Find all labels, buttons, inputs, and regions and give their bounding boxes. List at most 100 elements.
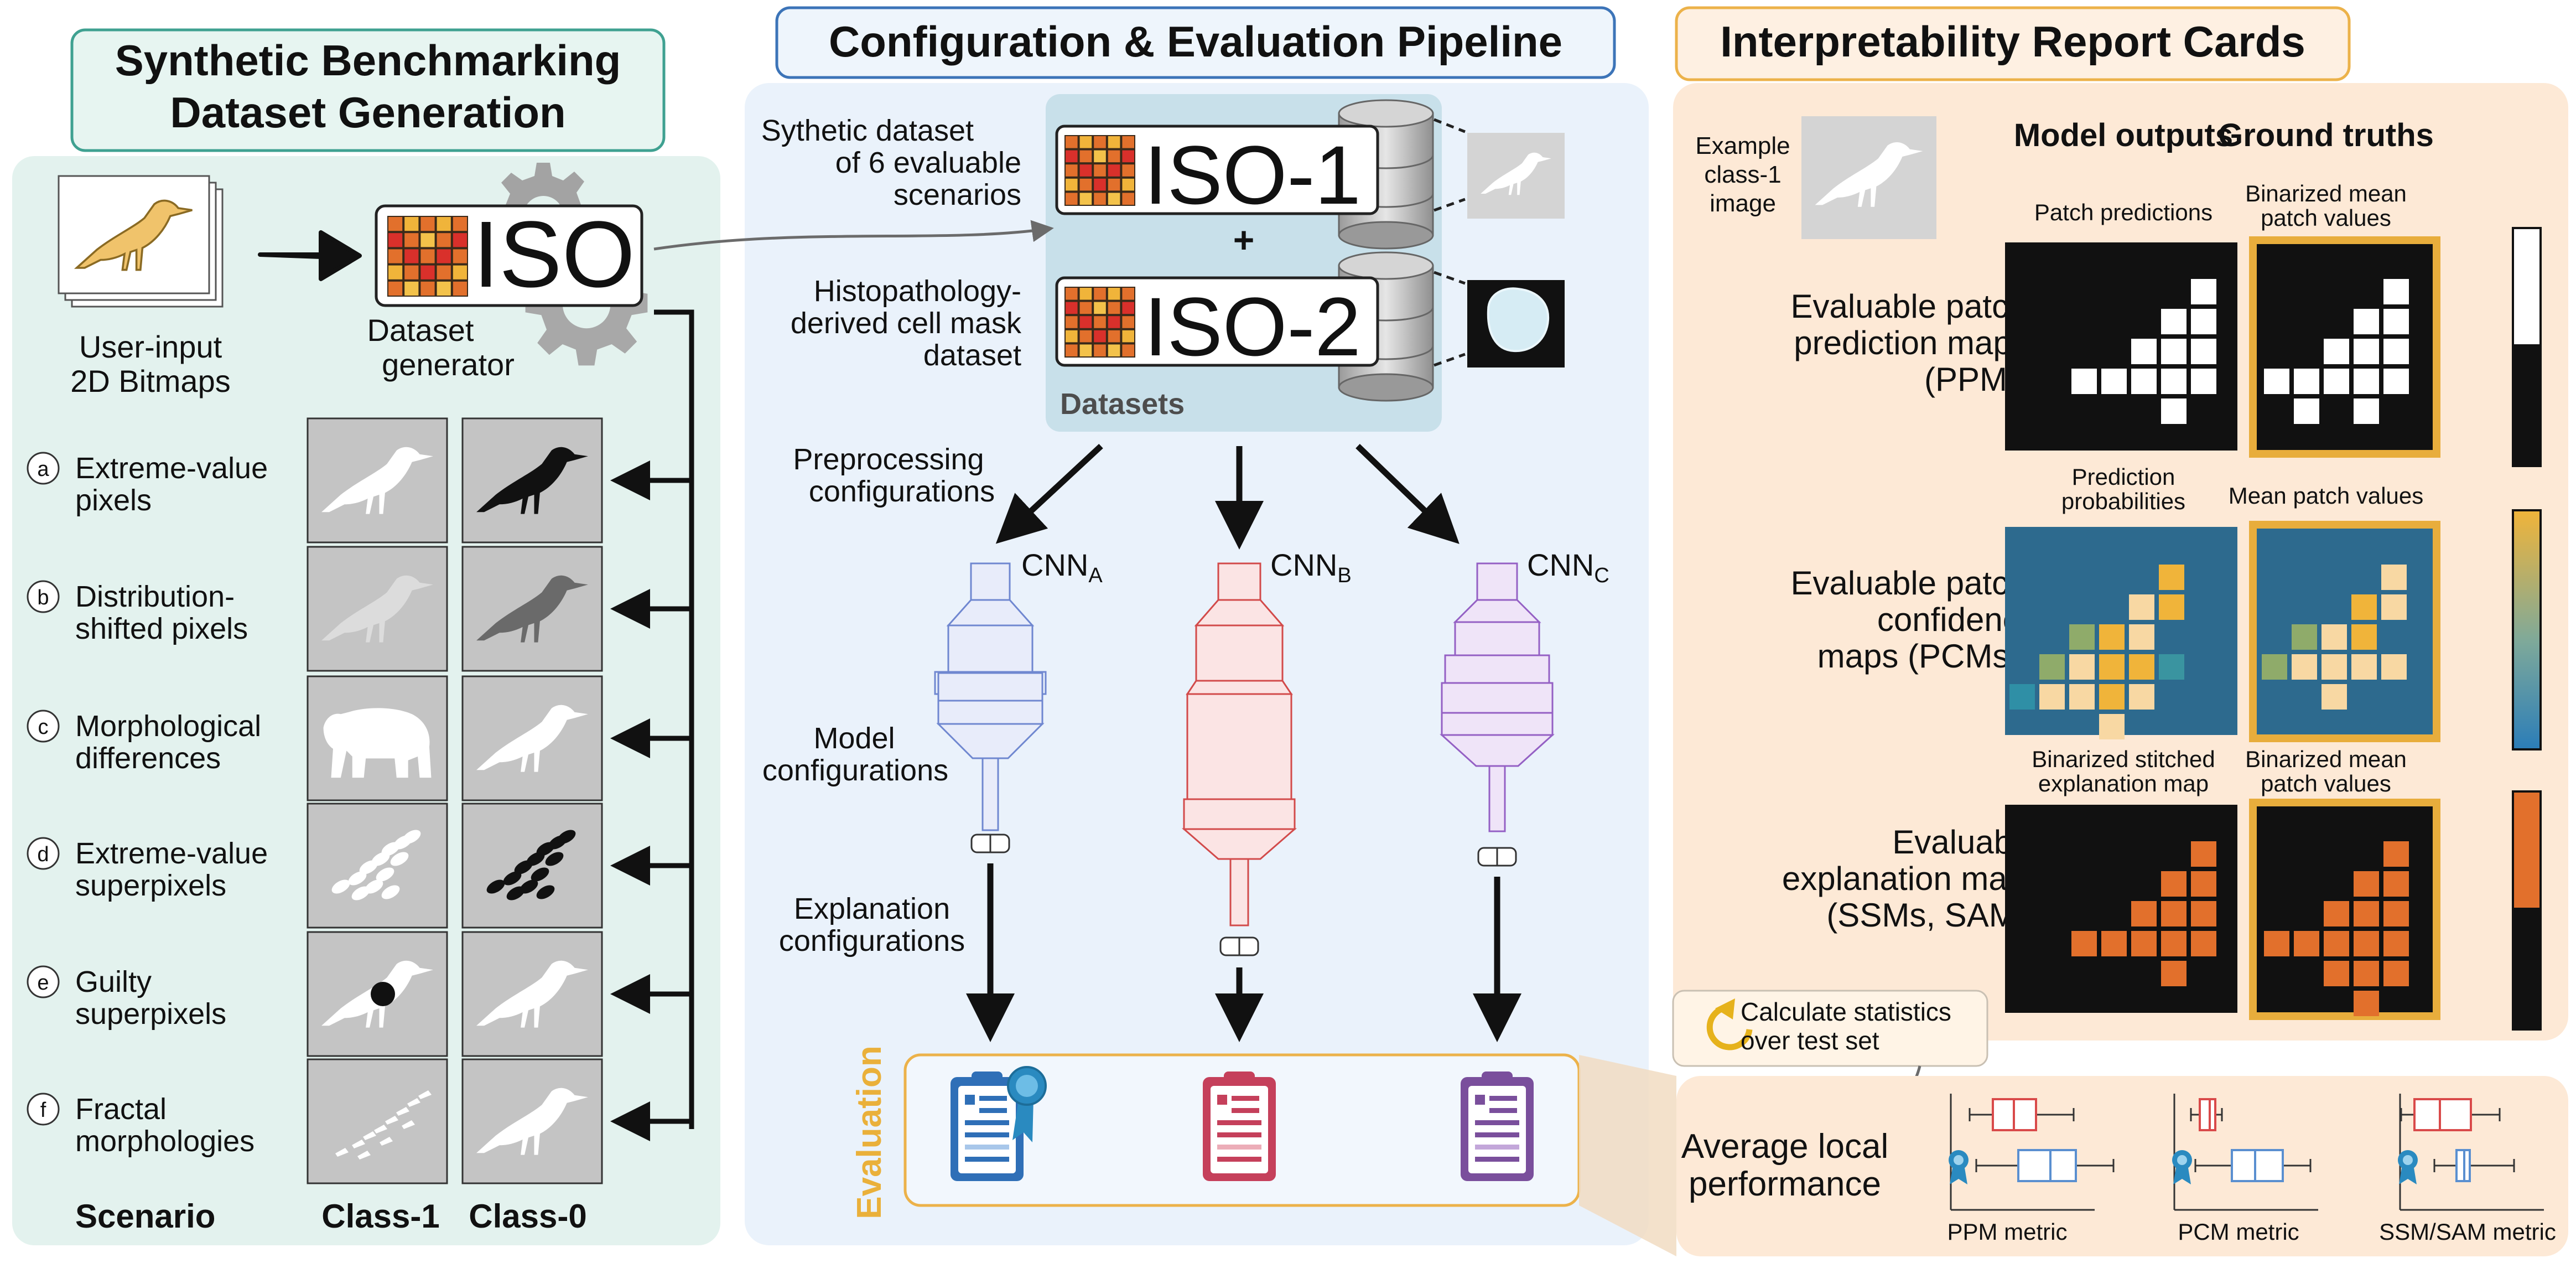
logo-grid-cell [1122, 344, 1134, 356]
clipboard-paper [958, 1086, 1016, 1173]
sam-gt-patch [2383, 871, 2409, 897]
pcm-patch [2039, 684, 2065, 710]
miso-grid-icon [387, 216, 468, 297]
clipboard-square [965, 1095, 975, 1105]
superpixel-blob [331, 879, 350, 894]
logo-grid-cell [388, 233, 403, 247]
plus-sign: + [1233, 219, 1255, 260]
binarized-mean-line2: patch values [2261, 205, 2391, 231]
clipboard-line [965, 1120, 1009, 1125]
right-panel: Interpretability Report Cards Example cl… [1672, 6, 2568, 1256]
logo-grid-cell [1094, 316, 1106, 328]
sam-gt-patch [2354, 961, 2379, 986]
footer-class1: Class-1 [321, 1198, 439, 1235]
sam-patch [2161, 961, 2187, 986]
sam-gt-patch [2264, 931, 2289, 956]
logo-grid-cell [1108, 193, 1120, 205]
logo-grid-cell [1094, 344, 1106, 356]
boxplots [1949, 1094, 2544, 1211]
scenario-label-line1: Fractal [75, 1093, 167, 1126]
ppm-gt-patch [2294, 398, 2319, 424]
scenario-label-line2: differences [75, 742, 221, 775]
pcm-patch [2129, 594, 2154, 620]
sam-gt-patch [2383, 961, 2409, 986]
iso1-logo: ISO-1 [1055, 125, 1379, 221]
synthetic-line3: scenarios [894, 178, 1021, 211]
scenario-label-line1: Extreme-value [75, 837, 268, 870]
footer-class0: Class-0 [469, 1198, 586, 1235]
logo-grid-cell [1066, 178, 1078, 191]
cnn-a-diagram [934, 562, 1047, 853]
ppm-box-b [1969, 1098, 2075, 1131]
logo-grid-cell [1066, 302, 1078, 314]
patch-maps [2009, 279, 2409, 1016]
ppm-colorbar-white [2512, 227, 2542, 346]
pcm-gt-patch [2351, 624, 2377, 650]
sam-patch [2131, 931, 2157, 956]
arrow-to-cnn-c [1355, 444, 1460, 544]
logo-grid-cell [388, 281, 403, 296]
example-line2: class-1 [1704, 161, 1781, 188]
clipboard-clip [972, 1072, 1003, 1085]
generator-arrow [258, 230, 362, 281]
cnn-a-label: CNNA [1021, 547, 1103, 587]
logo-grid-cell [1079, 316, 1092, 328]
scenario-letter-circle [27, 710, 60, 743]
pcm-line1: Evaluable patch [1791, 565, 2027, 602]
box-body [2199, 1098, 2216, 1131]
scenario-label-line1: Morphological [75, 710, 261, 743]
logo-grid-cell [404, 265, 419, 279]
left-panel: Synthetic Benchmarking Dataset Generatio… [12, 28, 720, 1245]
clipboard-square [1475, 1095, 1485, 1105]
clipboard-line [979, 1108, 1007, 1113]
bin-stitched-line1: Binarized stitched [2032, 746, 2215, 772]
right-title-box [1675, 6, 2351, 81]
logo-grid-cell [1122, 178, 1134, 191]
pcm-gt-patch [2351, 654, 2377, 680]
pred-prob-line2: probabilities [2061, 488, 2185, 514]
ppm-gt-patch [2294, 369, 2319, 394]
box-body [2231, 1149, 2284, 1182]
pcm-box-a [2194, 1149, 2312, 1182]
logo-grid-cell [1079, 330, 1092, 343]
ppm-patch [2191, 279, 2216, 304]
footer-scenario: Scenario [75, 1198, 215, 1235]
histo-line1: Histopathology- [814, 275, 1021, 308]
ppm-patch [2131, 369, 2157, 394]
refresh-icon [1706, 998, 1753, 1050]
logo-grid-cell [1079, 150, 1092, 163]
iso2-logo: ISO-2 [1055, 276, 1379, 373]
sam-gt-patch [2294, 931, 2319, 956]
thumb2-connector-bottom [1434, 353, 1466, 367]
logo-grid-cell [1094, 302, 1106, 314]
pcm-patch [2129, 684, 2154, 710]
sam-gt-patch [2354, 871, 2379, 897]
ppm-patch [2191, 309, 2216, 334]
box-body [2413, 1098, 2472, 1131]
logo-grid-cell [1079, 288, 1092, 300]
cnn-c-label: CNNC [1527, 547, 1609, 587]
pcm-box-b [2190, 1098, 2223, 1131]
cnn-b-label: CNNB [1270, 547, 1352, 587]
col-model-outputs: Model outputs [2014, 117, 2233, 153]
ppm-gt-patch [2354, 339, 2379, 364]
iso-logo-text: ISO [473, 202, 635, 307]
report-clipboards [951, 1066, 1534, 1181]
logo-grid-cell [437, 217, 451, 231]
sam-gt-patch [2324, 961, 2349, 986]
guilty-superpixel-dot [371, 982, 395, 1006]
clipboard-line [1489, 1096, 1517, 1101]
sam-gt-patch [2354, 991, 2379, 1016]
logo-grid-cell [1122, 316, 1134, 328]
sam-patch [2161, 901, 2187, 926]
sam-patch [2071, 931, 2097, 956]
logo-grid-cell [437, 265, 451, 279]
middle-panel: Configuration & Evaluation Pipeline Syth… [653, 6, 1676, 1256]
bin-mean2-line2: patch values [2261, 770, 2391, 796]
logo-grid-cell [1094, 150, 1106, 163]
pcm-patch [2009, 684, 2035, 710]
